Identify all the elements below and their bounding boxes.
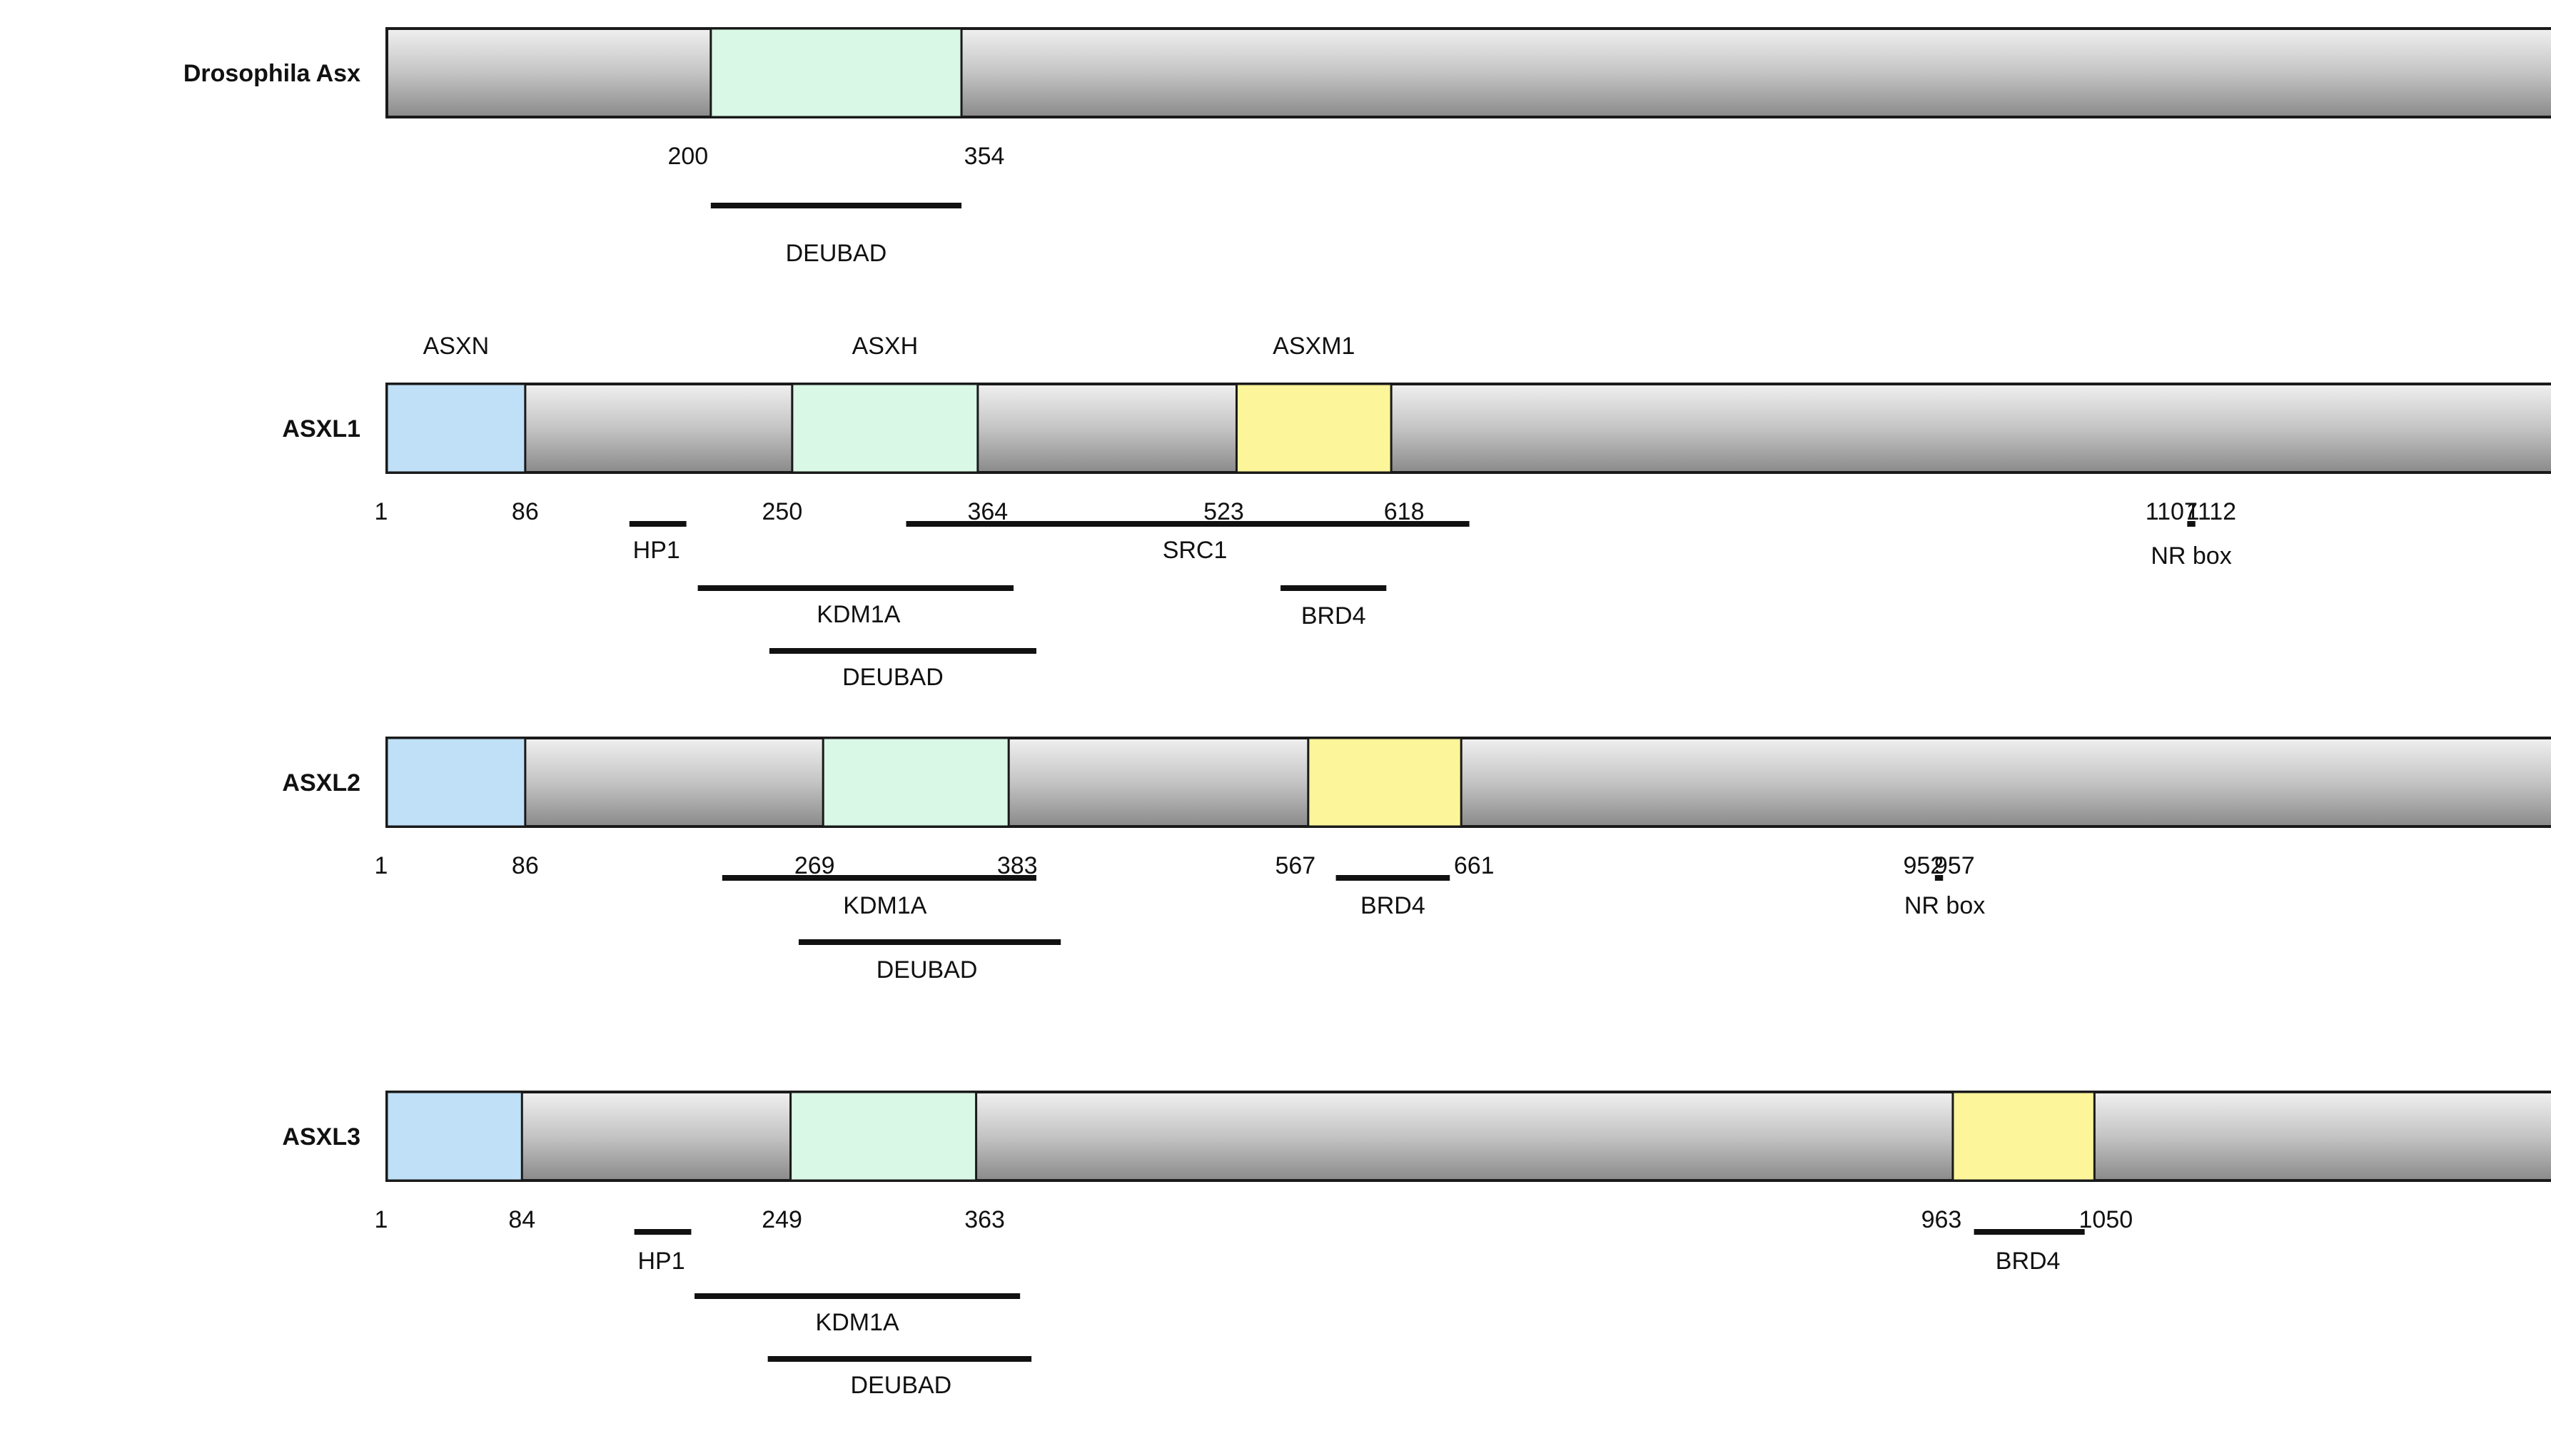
protein-row-drosophila-asx: Drosophila Asx20035416321669DEUBAD	[183, 27, 2551, 267]
position-label: 618	[1384, 498, 1425, 525]
domain-asxh	[709, 27, 963, 118]
position-label: 1107	[2146, 498, 2198, 525]
position-label: 1050	[2079, 1206, 2133, 1233]
position-label: 269	[794, 852, 835, 879]
interaction-label: KDM1A	[816, 1309, 899, 1336]
protein-row-asxl3: ASXL318424936396310501749175421982248HP1…	[282, 1091, 2551, 1399]
protein-backbone	[385, 1091, 2551, 1182]
interaction-label: DEUBAD	[851, 1372, 952, 1399]
position-label: 383	[997, 852, 1038, 879]
position-label: 1	[375, 498, 388, 525]
protein-name: Drosophila Asx	[183, 60, 360, 87]
position-label: 952	[1903, 852, 1944, 879]
position-label: 249	[762, 1206, 802, 1233]
position-label: 661	[1454, 852, 1495, 879]
position-label: 1	[375, 1206, 388, 1233]
protein-name: ASXL1	[282, 415, 360, 443]
position-label: 86	[512, 498, 539, 525]
position-label: 250	[762, 498, 803, 525]
domain-asxh	[791, 383, 979, 474]
protein-backbone	[385, 383, 2551, 474]
interaction-label: BRD4	[1301, 602, 1366, 630]
position-label: 364	[967, 498, 1008, 525]
interaction-label: BRD4	[1996, 1248, 2061, 1275]
protein-rows: Drosophila Asx20035416321669DEUBADASXL11…	[183, 27, 2551, 1399]
position-label: 363	[964, 1206, 1005, 1233]
protein-row-asxl1: ASXL11862503645236181107111214911541HP1S…	[282, 383, 2551, 691]
position-label: 567	[1275, 852, 1315, 879]
domain-header-asxm1: ASXM1	[1273, 333, 1355, 360]
protein-backbone	[385, 737, 2551, 828]
domain-asxm1	[1951, 1091, 2096, 1182]
domain-asxm1	[1235, 383, 1393, 474]
position-label: 1112	[2186, 498, 2236, 525]
domain-asxn	[385, 383, 527, 474]
domain-asxn	[385, 1091, 523, 1182]
domain-header-asxh: ASXH	[852, 333, 919, 360]
interaction-label: NR box	[2151, 542, 2231, 570]
interaction-label: HP1	[637, 1248, 685, 1275]
interaction-label: DEUBAD	[877, 956, 978, 984]
interaction-label: BRD4	[1360, 892, 1425, 919]
domain-asxh	[822, 737, 1010, 828]
position-label: 200	[667, 143, 708, 170]
domain-asxh	[789, 1091, 978, 1182]
position-label: 86	[512, 852, 539, 879]
interaction-label: KDM1A	[817, 601, 900, 628]
interaction-label: DEUBAD	[786, 240, 887, 267]
domain-asxn	[385, 737, 527, 828]
interaction-label: DEUBAD	[842, 664, 944, 691]
interaction-label: SRC1	[1163, 537, 1228, 564]
position-label: 963	[1921, 1206, 1962, 1233]
interaction-label: KDM1A	[843, 892, 926, 919]
position-label: 957	[1934, 852, 1975, 879]
protein-name: ASXL3	[282, 1123, 360, 1151]
protein-row-asxl2: ASXL218626938356766195295713851435KDM1AB…	[282, 737, 2551, 984]
interaction-label: NR box	[1904, 892, 1985, 919]
interaction-label: HP1	[633, 537, 680, 564]
position-label: 1	[375, 852, 388, 879]
position-label: 84	[508, 1206, 535, 1233]
domain-header-asxn: ASXN	[423, 333, 490, 360]
domain-asxm1	[1307, 737, 1463, 828]
position-label: 354	[964, 143, 1005, 170]
protein-name: ASXL2	[282, 769, 360, 797]
position-label: 523	[1203, 498, 1244, 525]
